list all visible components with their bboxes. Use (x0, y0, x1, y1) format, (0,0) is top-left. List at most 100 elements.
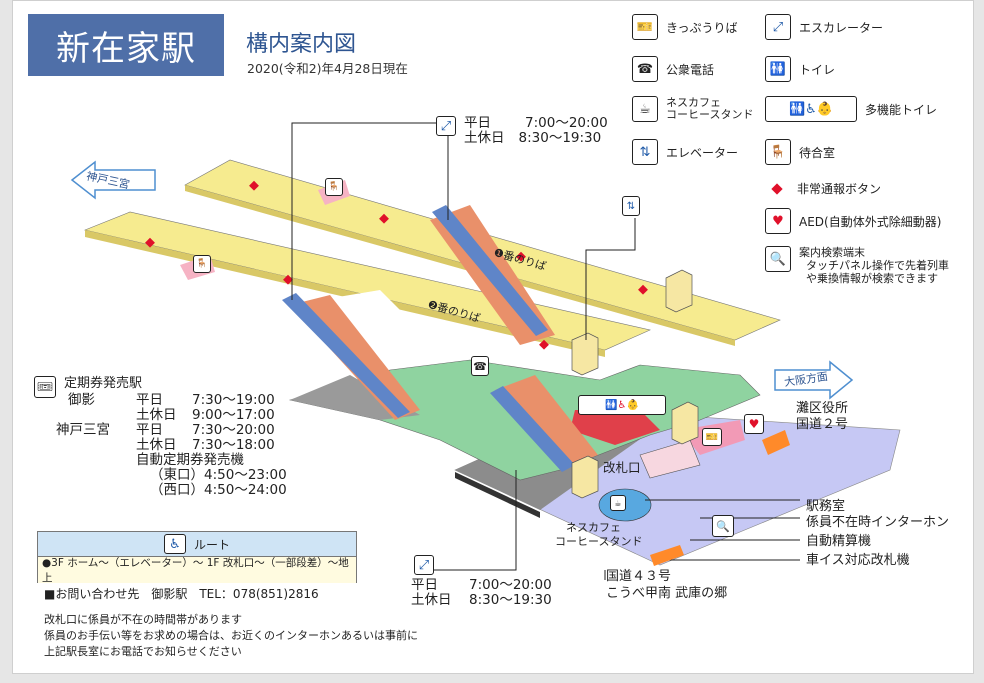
emergency-button (249, 180, 259, 191)
machine-label: 自動定期券発売機 (136, 452, 244, 468)
gate-area (639, 439, 701, 479)
s1-weekday-time: 7:30〜19:00 (192, 392, 275, 408)
legend-ticket-label: きっぷうりば (666, 20, 738, 35)
station-office-label: 駅務室 (806, 499, 846, 514)
search-terminal-icon: 🔍 (765, 246, 791, 272)
route-box: ♿ ルート ●3F ホーム〜（エレベーター）〜 1F 改札口〜（一部段差）〜地上 (37, 531, 357, 584)
emergency-markers (145, 180, 648, 350)
notice-line-2: 係員のお手伝い等をお求めの場合は、お近くのインターホンあるいは事前に (44, 629, 418, 642)
emergency-button (283, 274, 293, 285)
escalator-3 (490, 386, 575, 472)
waiting-room-icon: 🪑 (193, 255, 211, 273)
legend-emergency: 非常通報ボタン (765, 180, 881, 197)
elevator-icon: ⇅ (632, 139, 658, 165)
platform-2-edge (85, 230, 605, 357)
escalator-2 (282, 293, 410, 418)
platform-1-edge (185, 185, 735, 346)
bottom-weekday-time: 7:00〜20:00 (469, 577, 552, 593)
legend-multi-toilet-label: 多機能トイレ (865, 102, 938, 117)
ticket-icon: 🎫 (702, 428, 722, 446)
kobe-konan-label: こうべ甲南 武庫の郷 (606, 586, 728, 601)
cafe-icon: ☕ (632, 96, 658, 122)
multi-toilet-icon: 🚻♿👶 (578, 395, 666, 415)
escalator-icon: ⤢ (414, 555, 434, 575)
bottom-weekend-label: 土休日 (411, 592, 452, 608)
cafe-icon: ☕ (610, 495, 626, 511)
s2-weekend-time: 7:30〜18:00 (192, 437, 275, 453)
elevator-shaft-4 (571, 455, 599, 499)
legend-phone: ☎公衆電話 (632, 56, 714, 82)
emergency-button (145, 237, 155, 248)
legend-escalator-label: エスカレーター (799, 20, 884, 35)
emergency-button-icon (771, 182, 783, 195)
east-label: （東口） (150, 467, 204, 483)
nada-ward-office: 灘区役所 (796, 401, 849, 416)
legend-info-label-1: 案内検索端末 (799, 246, 865, 259)
emergency-button (638, 284, 648, 295)
legend-cafe-label-2: コーヒースタンド (666, 108, 754, 121)
cafe-label-1: ネスカフェ (566, 521, 621, 534)
wheelchair-gate-label: 車イス対応改札機 (806, 553, 910, 568)
arrow-osaka (774, 360, 854, 400)
s1-weekday-label: 平日 (136, 392, 163, 408)
elevator-shaft-3 (671, 401, 699, 445)
exit-arrow-2 (650, 545, 684, 566)
legend-toilet: 🚻トイレ (765, 56, 835, 82)
exit-arrow-1 (762, 430, 790, 455)
aed-icon: ♥ (765, 208, 791, 234)
escalator-icon: ⤢ (765, 14, 791, 40)
street-edge (455, 472, 540, 518)
s1-name: 御影 (68, 392, 95, 408)
notice-line-3: 上記駅長室にお電話でお知らせください (44, 645, 242, 658)
ticket-icon: 🎫 (632, 14, 658, 40)
top-weekday-label: 平日 (464, 115, 491, 131)
legend-info-label-2: タッチパネル操作で先着列車 (806, 259, 949, 272)
leader-line (291, 122, 449, 300)
emergency-button (539, 339, 549, 350)
arrow-kobe (70, 160, 156, 200)
legend-escalator: ⤢ エスカレーター (765, 14, 883, 40)
leader-lines (291, 122, 800, 580)
fare-adjust-label: 自動精算機 (806, 534, 872, 549)
top-weekend-time: 8:30〜19:30 (518, 130, 602, 146)
s2-weekday-time: 7:30〜20:00 (192, 422, 275, 438)
pass-office-icon: 🎟 (34, 376, 56, 398)
escalator-1 (432, 205, 548, 336)
route-43-label: 国道４３号 (606, 569, 672, 584)
east-time: 4:50〜23:00 (204, 467, 287, 483)
legend-aed-label: AED(自動体外式除細動器) (799, 214, 942, 229)
route-title: ルート (193, 537, 230, 552)
legend-ticket: 🎫 きっぷうりば (632, 14, 738, 40)
phone-icon: ☎ (471, 356, 489, 376)
west-label: （西口） (150, 482, 204, 498)
s2-weekend-label: 土休日 (136, 437, 177, 453)
elevator-icon: ⇅ (622, 196, 640, 216)
station-name: 新在家駅 (56, 28, 196, 69)
waiting-room-icon: 🪑 (765, 139, 791, 165)
legend-multi-toilet: 🚻♿👶 多機能トイレ (765, 96, 937, 122)
intercom-label: 係員不在時インターホン (806, 515, 950, 530)
s2-name: 神戸三宮 (56, 422, 110, 438)
s1-weekend-time: 9:00〜17:00 (192, 407, 275, 423)
legend-info-label-3: や乗換情報が検索できます (806, 272, 938, 285)
station-name-box: 新在家駅 (28, 14, 224, 76)
stairs-3 (495, 375, 598, 465)
route-text: ●3F ホーム〜（エレベーター）〜 1F 改札口〜（一部段差）〜地上 (42, 557, 349, 584)
legend-elevator: ⇅ エレベーター (632, 139, 738, 165)
pass-office-title: 定期券発売駅 (64, 376, 143, 391)
gate-label: 改札口 (603, 460, 641, 475)
leader-line (585, 218, 636, 340)
toilet-area (570, 410, 660, 445)
multi-toilet-icon: 🚻♿👶 (765, 96, 857, 122)
legend-elevator-label: エレベーター (666, 145, 739, 160)
wheelchair-icon: ♿ (163, 534, 186, 554)
legend-waiting-label: 待合室 (799, 145, 836, 160)
contact: ■お問い合わせ先 御影駅 TEL：078(851)2816 (44, 587, 319, 601)
search-terminal-icon: 🔍 (712, 515, 734, 537)
cafe-label-2: コーヒースタンド (555, 535, 643, 548)
map-title: 構内案内図 (246, 32, 357, 57)
